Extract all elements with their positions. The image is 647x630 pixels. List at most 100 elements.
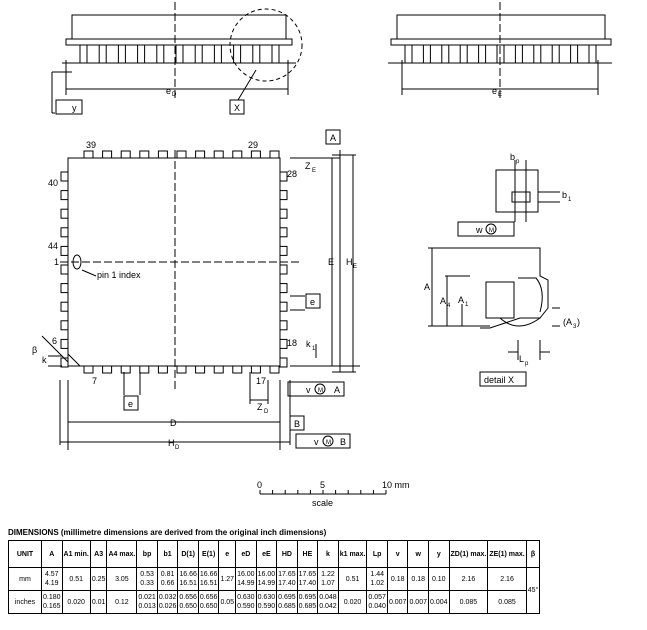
pin-18-label: 18 bbox=[287, 338, 297, 348]
b1-label: b bbox=[562, 190, 567, 200]
pin-1-index-label: pin 1 index bbox=[97, 270, 141, 280]
m-label-b: M bbox=[326, 440, 331, 446]
lead bbox=[441, 44, 450, 64]
pin bbox=[279, 171, 288, 182]
dimension-cell: 0.007 bbox=[386, 590, 409, 614]
dimension-cell: 0.007 bbox=[407, 590, 429, 614]
dimension-header: eD bbox=[235, 540, 257, 568]
dimension-cell: 2.16 bbox=[487, 567, 527, 591]
pin bbox=[60, 208, 69, 219]
a4-sub: 4 bbox=[447, 303, 451, 309]
d-dim-label: D bbox=[170, 418, 177, 428]
pin bbox=[102, 365, 113, 374]
dimension-header: b1 bbox=[156, 540, 179, 568]
scale-label: scale bbox=[312, 498, 333, 508]
b1-sub: 1 bbox=[568, 197, 572, 203]
dimension-cell: 0.01 bbox=[89, 590, 108, 614]
lead bbox=[422, 44, 431, 64]
hd-label: H bbox=[168, 438, 175, 448]
detail-x-label: detail X bbox=[484, 375, 514, 385]
scale-5-label: 5 bbox=[320, 480, 325, 490]
a3-label: (A bbox=[563, 317, 572, 327]
w-label: w bbox=[475, 225, 483, 235]
ze-sub: E bbox=[312, 168, 316, 174]
dimension-header: y bbox=[428, 540, 450, 568]
lead bbox=[79, 44, 88, 64]
lead bbox=[459, 44, 468, 64]
a3-sub: 3 bbox=[573, 324, 577, 330]
dimension-cell: 0.020 bbox=[337, 590, 368, 614]
pin bbox=[195, 150, 206, 159]
tolerance-v-a-box bbox=[287, 381, 345, 397]
lead bbox=[514, 44, 523, 64]
side-view-d bbox=[51, 2, 303, 114]
dimension-cell: 0.004 bbox=[428, 590, 450, 614]
dimension-header: Lp bbox=[366, 540, 388, 568]
pin bbox=[279, 190, 288, 201]
k1-sub: 1 bbox=[312, 346, 316, 352]
lead bbox=[98, 44, 107, 64]
dimension-header: HE bbox=[296, 540, 319, 568]
pin bbox=[120, 365, 131, 374]
dimension-header: D(1) bbox=[177, 540, 199, 568]
pin bbox=[176, 365, 187, 374]
lead bbox=[570, 44, 579, 64]
pin-6-label: 6 bbox=[52, 336, 57, 346]
pin bbox=[269, 365, 280, 374]
datum-b-label: B bbox=[294, 419, 300, 429]
dimension-cell: 0.18 bbox=[386, 567, 409, 591]
pin bbox=[279, 301, 288, 312]
pin-1-label: 1 bbox=[54, 257, 59, 267]
a4-label: A bbox=[440, 296, 446, 306]
a1-sub: 1 bbox=[465, 302, 469, 308]
pin bbox=[120, 150, 131, 159]
a3-close: ) bbox=[577, 317, 580, 327]
dimension-header: eE bbox=[255, 540, 278, 568]
lead bbox=[478, 44, 487, 64]
zd-sub: D bbox=[264, 409, 269, 415]
pin bbox=[60, 190, 69, 201]
lp-sub: p bbox=[525, 361, 529, 367]
dimension-cell: 0.25 bbox=[89, 567, 108, 591]
tolerance-w-box bbox=[457, 221, 515, 237]
pin bbox=[279, 245, 288, 256]
lp-label: L bbox=[519, 354, 524, 364]
pin bbox=[60, 264, 69, 275]
a-dim-label: A bbox=[424, 282, 430, 292]
lead bbox=[404, 44, 413, 64]
a-ref-label: A bbox=[334, 385, 340, 395]
pin-44-label: 44 bbox=[48, 241, 58, 251]
pin bbox=[279, 283, 288, 294]
ed-sub: D bbox=[172, 92, 177, 98]
lead bbox=[588, 44, 597, 64]
pin-39-label: 39 bbox=[86, 140, 96, 150]
pin bbox=[83, 365, 94, 374]
dimension-cell: 0.085 bbox=[487, 590, 527, 614]
dimension-header: A1 min. bbox=[61, 540, 91, 568]
dimension-header: HD bbox=[276, 540, 298, 568]
pin-17-label: 17 bbox=[256, 376, 266, 386]
tolerance-v-b-box bbox=[295, 433, 351, 449]
pin bbox=[60, 227, 69, 238]
pin bbox=[279, 338, 288, 349]
lead-width-detail bbox=[495, 160, 560, 222]
e-box-right-label: e bbox=[310, 297, 315, 307]
lead bbox=[175, 44, 184, 64]
dimension-header: k bbox=[317, 540, 339, 568]
k1-label: k bbox=[306, 339, 311, 349]
pin bbox=[60, 357, 69, 368]
lead bbox=[551, 44, 560, 64]
dimension-header: A3 bbox=[89, 540, 108, 568]
dimension-cell: 3.05 bbox=[106, 567, 138, 591]
dimensions-title: DIMENSIONS (millimetre dimensions are de… bbox=[8, 528, 327, 537]
side-view-e bbox=[388, 2, 612, 100]
